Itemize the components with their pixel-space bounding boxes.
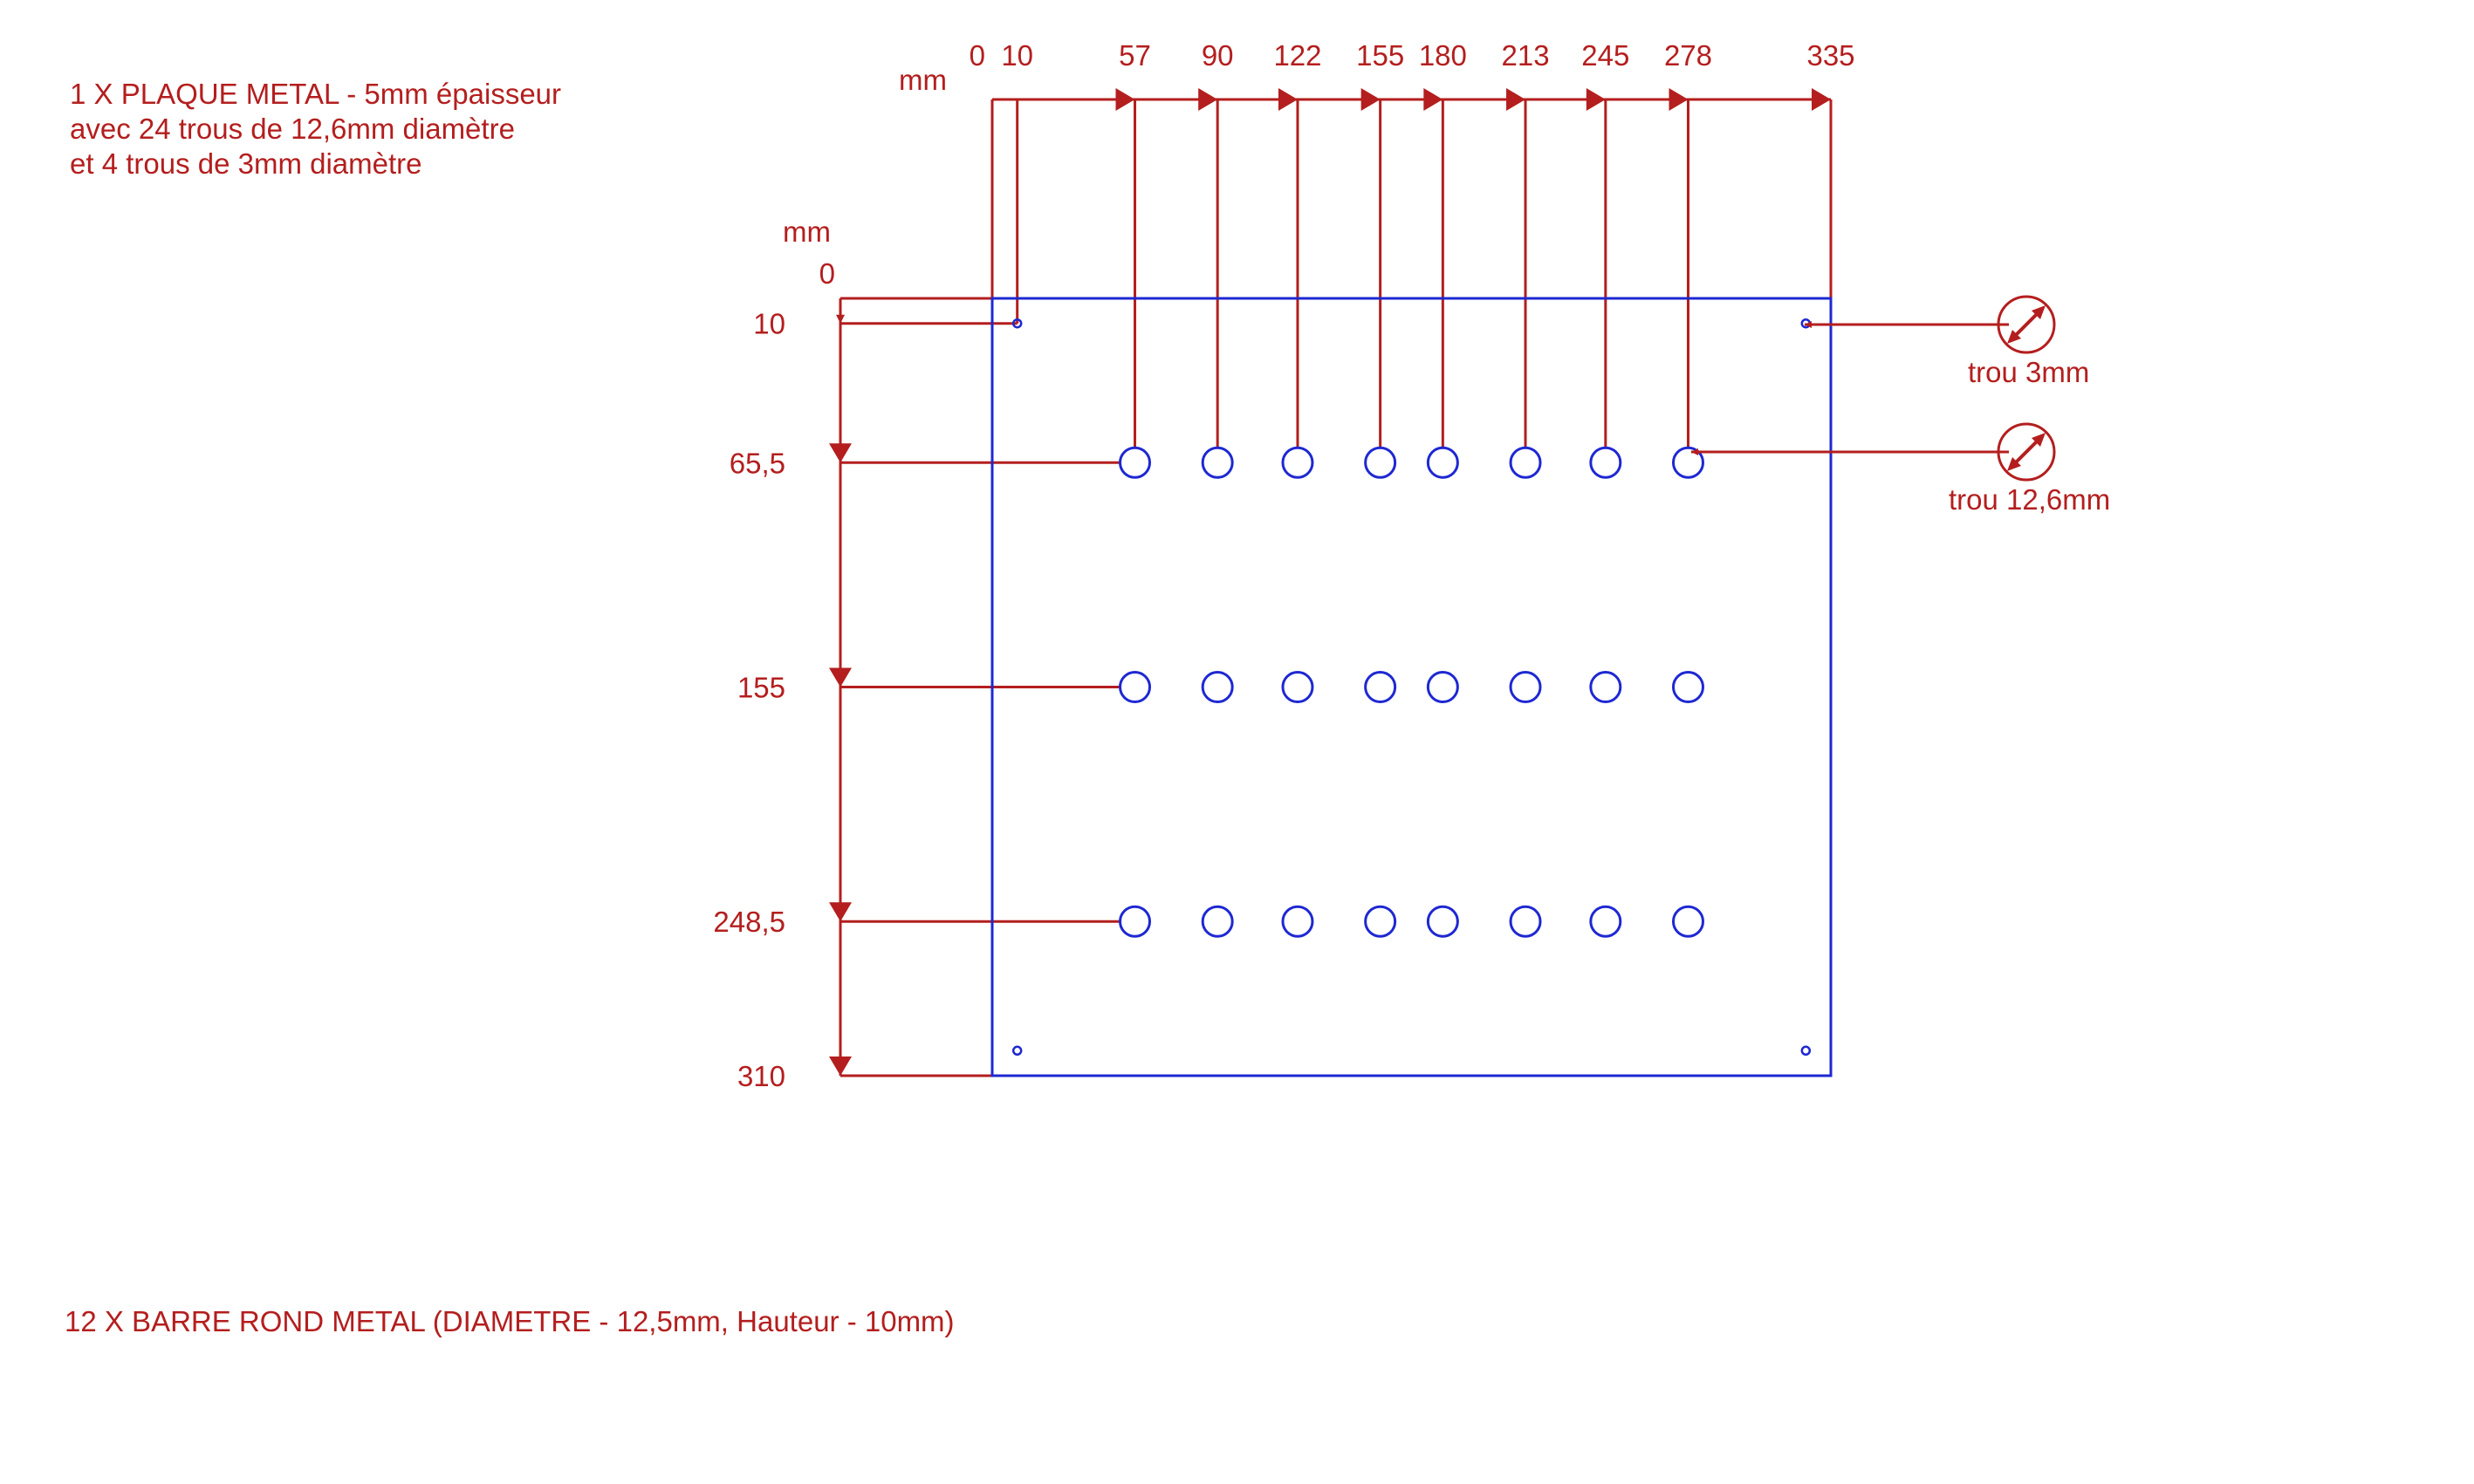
bar-description: 12 X BARRE ROND METAL (DIAMETRE - 12,5mm… [65, 1305, 955, 1337]
y-tick-label: 10 [753, 308, 785, 340]
x-tick-label: 213 [1501, 39, 1549, 72]
hole-callouts: trou 3mm trou 12,6mm [1691, 295, 2110, 516]
small-hole-label: trou 3mm [1968, 356, 2089, 388]
metal-plate [990, 297, 1833, 1077]
y-arrowhead-155 [829, 667, 852, 687]
x-tick-label: 122 [1273, 39, 1321, 72]
large-hole [1364, 905, 1397, 938]
large-hole [1281, 905, 1314, 938]
left-dimension-axis: 0 10 65,5 155 248,5 310 [713, 257, 1121, 1092]
x-arrowhead-245 [1586, 88, 1606, 111]
x-tick-label: 155 [1356, 39, 1404, 72]
large-hole [1426, 671, 1459, 703]
x-arrowhead-122 [1278, 88, 1298, 111]
large-hole [1509, 671, 1542, 703]
diameter-icon [1997, 295, 2056, 354]
diameter-icon [1997, 422, 2056, 482]
large-hole [1364, 446, 1397, 479]
x-tick-label: 278 [1664, 39, 1712, 72]
x-arrowhead-155 [1360, 88, 1381, 111]
large-hole [1201, 905, 1234, 938]
large-hole [1509, 905, 1542, 938]
large-hole-callout: trou 12,6mm [1691, 422, 2110, 516]
y-tick-label: 65,5 [730, 447, 785, 479]
x-arrowhead-90 [1198, 88, 1218, 111]
y-tick-label: 248,5 [713, 906, 785, 938]
large-hole [1671, 446, 1704, 479]
x-tick-label: 10 [1001, 39, 1033, 72]
small-hole [1011, 1045, 1023, 1057]
large-hole [1201, 671, 1234, 703]
x-tick-label: 57 [1119, 39, 1151, 72]
x-tick-label: 90 [1202, 39, 1234, 72]
large-hole [1281, 671, 1314, 703]
y-arrowhead-248,5 [829, 902, 852, 922]
small-hole [1800, 1045, 1812, 1057]
plate-description-line1: 1 X PLAQUE METAL - 5mm épaisseur [70, 78, 562, 110]
large-hole [1119, 671, 1152, 703]
large-hole [1119, 905, 1152, 938]
y-arrowhead-65,5 [829, 443, 852, 463]
large-hole [1119, 446, 1152, 479]
left-axis-unit: mm [783, 215, 831, 248]
x-arrowhead-57 [1115, 88, 1135, 111]
plate-description: 1 X PLAQUE METAL - 5mm épaisseur avec 24… [70, 77, 561, 181]
y-tick-label: 0 [819, 257, 835, 290]
large-hole [1589, 905, 1622, 938]
large-hole [1426, 446, 1459, 479]
large-hole [1671, 905, 1704, 938]
x-arrowhead-278 [1669, 88, 1689, 111]
diameter-icon-arrow [2012, 311, 2040, 339]
large-hole [1671, 671, 1704, 703]
large-hole [1364, 671, 1397, 703]
small-hole [1011, 318, 1023, 329]
diameter-icon-arrowheads [2007, 305, 2046, 344]
large-hole [1426, 905, 1459, 938]
plate-description-line2: avec 24 trous de 12,6mm diamètre [70, 113, 515, 145]
large-hole [1281, 446, 1314, 479]
large-hole [1589, 671, 1622, 703]
x-tick-label: 335 [1806, 39, 1854, 72]
y-tick-label: 155 [737, 672, 785, 704]
x-arrowhead-213 [1506, 88, 1526, 111]
x-arrowhead-335 [1812, 88, 1831, 111]
plate-description-line3: et 4 trous de 3mm diamètre [70, 147, 422, 180]
x-tick-label: 245 [1581, 39, 1629, 72]
x-tick-label: 0 [970, 39, 985, 72]
diameter-icon-arrow [2012, 438, 2040, 466]
large-hole-label: trou 12,6mm [1949, 483, 2110, 516]
top-axis-unit: mm [899, 64, 947, 96]
y-arrowhead-10 [836, 314, 845, 324]
x-tick-label: 180 [1419, 39, 1467, 72]
diameter-icon-arrowheads [2007, 433, 2046, 471]
large-hole [1201, 446, 1234, 479]
y-arrowhead-310 [829, 1057, 852, 1076]
x-arrowhead-180 [1423, 88, 1443, 111]
y-tick-label: 310 [737, 1060, 785, 1092]
large-hole [1589, 446, 1622, 479]
large-hole [1509, 446, 1542, 479]
plate-outline [990, 297, 1833, 1077]
small-hole-callout: trou 3mm [1805, 295, 2089, 388]
